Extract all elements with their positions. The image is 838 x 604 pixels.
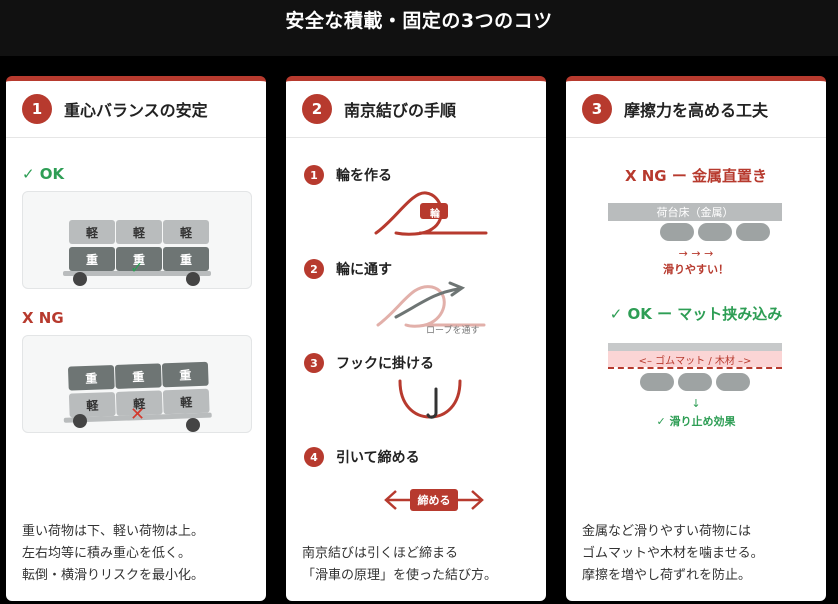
loop-illustration — [374, 191, 488, 236]
down-arrow-icon: ↓ — [691, 397, 701, 410]
footer-line: 「滑車の原理」を使った結び方。 — [302, 568, 498, 583]
heavy-box: 重 — [67, 364, 115, 391]
card-trucker-hitch: 2 南京結びの手順 1 輪を作る 輪 2 輪に通す ロープを通す 3 フックに掛… — [286, 76, 546, 601]
mat-edge — [608, 367, 782, 369]
footer-line: 重い荷物は下、軽い荷物は上。 — [22, 524, 205, 539]
card-center-of-gravity: 1 重心バランスの安定 ✓ OK 軽 軽 軽 重 重 重 ✓ X NG 重 重 … — [6, 76, 266, 601]
heavy-box: 重 — [163, 247, 209, 271]
card-number-badge: 3 — [582, 94, 612, 124]
metal-bed — [608, 343, 782, 351]
footer-line: ゴムマットや木材を噛ませる。 — [582, 546, 764, 561]
ng-label: X NG ー 金属直置き — [624, 167, 768, 185]
footer-line: 左右均等に積み重心を低く。 — [22, 546, 192, 561]
truck-bed — [63, 271, 211, 276]
card-header: 3 摩擦力を高める工夫 — [566, 81, 826, 138]
loop-label: 輪 — [430, 209, 440, 220]
cargo-block — [698, 223, 732, 241]
rubber-mat: <– ゴムマット / 木材 –> — [608, 351, 782, 367]
light-box: 軽 — [162, 388, 210, 415]
step-number: 4 — [304, 447, 324, 467]
heavy-box: 重 — [114, 363, 162, 389]
step-number: 3 — [304, 353, 324, 373]
card-footer: 重い荷物は下、軽い荷物は上。 左右均等に積み重心を低く。 転倒・横滑りリスクを最… — [22, 521, 258, 587]
card-title: 重心バランスの安定 — [64, 101, 208, 120]
slide-arrows-icon: → → → — [678, 247, 714, 260]
card-number-badge: 1 — [22, 94, 52, 124]
ok-illustration: 軽 軽 軽 重 重 重 ✓ — [22, 191, 252, 289]
cargo-block — [736, 223, 770, 241]
step-4: 4 引いて締める — [304, 447, 420, 467]
light-box: 軽 — [163, 220, 209, 244]
page-header: 安全な積載・固定の3つのコツ — [0, 0, 838, 56]
hook-icon — [398, 379, 462, 419]
ok-label: ✓ OK ー マット挟み込み — [609, 305, 783, 323]
footer-line: 摩擦を増やし荷ずれを防止。 — [582, 568, 752, 583]
step-label: 引いて締める — [336, 450, 420, 466]
footer-line: 金属など滑りやすい荷物には — [582, 524, 752, 539]
heavy-box: 重 — [69, 247, 115, 271]
card-title: 摩擦力を高める工夫 — [624, 101, 769, 120]
heavy-box: 重 — [116, 247, 162, 271]
ng-label: X NG — [22, 309, 64, 327]
footer-line: 転倒・横滑りリスクを最小化。 — [22, 568, 205, 583]
step-label: 輪を作る — [336, 168, 392, 184]
ng-illustration: 重 重 重 軽 軽 軽 ✕ — [22, 335, 252, 433]
cargo-block — [678, 373, 712, 391]
card-title: 南京結びの手順 — [344, 101, 457, 120]
step-2: 2 輪に通す — [304, 259, 392, 279]
card-header: 1 重心バランスの安定 — [6, 81, 266, 138]
heavy-box: 重 — [161, 361, 209, 388]
slip-label: 滑りやすい！ — [663, 263, 729, 276]
rope-through-illustration — [376, 281, 486, 328]
card-number-badge: 2 — [302, 94, 332, 124]
ok-label: ✓ OK — [22, 165, 65, 183]
card-footer: 金属など滑りやすい荷物には ゴムマットや木材を噛ませる。 摩擦を増やし荷ずれを防… — [582, 521, 818, 587]
step-number: 2 — [304, 259, 324, 279]
cross-icon: ✕ — [130, 404, 146, 425]
step-3: 3 フックに掛ける — [304, 353, 434, 373]
light-box: 軽 — [68, 391, 116, 418]
tighten-label: 締める — [410, 489, 458, 511]
check-icon: ✓ — [130, 258, 144, 277]
wheel-icon — [186, 272, 200, 286]
wheel-icon — [186, 418, 200, 432]
cards-container: 1 重心バランスの安定 ✓ OK 軽 軽 軽 重 重 重 ✓ X NG 重 重 … — [6, 76, 832, 601]
light-box: 軽 — [69, 220, 115, 244]
step-label: 輪に通す — [336, 262, 392, 278]
card-header: 2 南京結びの手順 — [286, 81, 546, 138]
stop-label: ✓ 滑り止め効果 — [656, 415, 736, 428]
card-friction: 3 摩擦力を高める工夫 X NG ー 金属直置き 荷台床（金属） → → → 滑… — [566, 76, 826, 601]
cargo-block — [716, 373, 750, 391]
step-1: 1 輪を作る — [304, 165, 392, 185]
step-number: 1 — [304, 165, 324, 185]
metal-bed: 荷台床（金属） — [608, 203, 782, 221]
card-footer: 南京結びは引くほど締まる 「滑車の原理」を使った結び方。 — [302, 543, 538, 587]
page-title: 安全な積載・固定の3つのコツ — [285, 10, 553, 32]
cargo-block — [660, 223, 694, 241]
step-label: フックに掛ける — [336, 356, 434, 372]
wheel-icon — [73, 414, 87, 428]
light-box: 軽 — [116, 220, 162, 244]
footer-line: 南京結びは引くほど締まる — [302, 546, 459, 561]
cargo-block — [640, 373, 674, 391]
rope-label: ロープを通す — [426, 326, 480, 336]
wheel-icon — [73, 272, 87, 286]
